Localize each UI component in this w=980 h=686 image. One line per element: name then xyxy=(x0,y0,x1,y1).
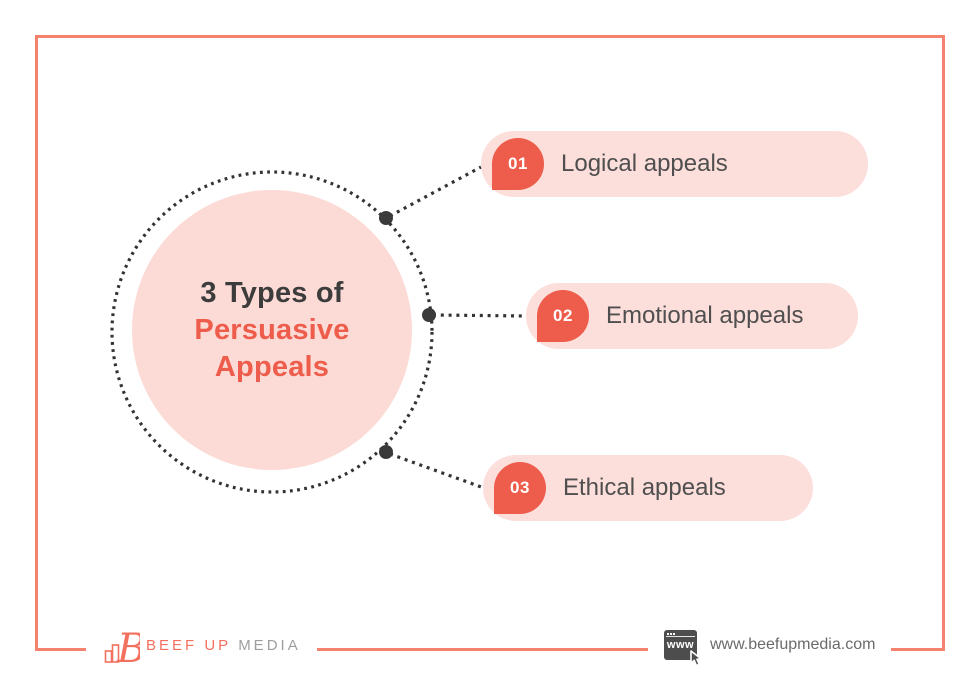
website-block: www www.beefupmedia.com xyxy=(648,624,892,667)
item-label: Emotional appeals xyxy=(606,302,804,329)
appeal-item-logical: 01 Logical appeals xyxy=(481,131,868,197)
connector-line-3 xyxy=(389,452,485,490)
browser-window-icon: www xyxy=(664,630,702,667)
appeal-item-emotional: 02 Emotional appeals xyxy=(526,283,858,349)
cursor-icon xyxy=(690,650,702,667)
brand-name-secondary: MEDIA xyxy=(238,636,301,654)
title-line-2: Persuasive xyxy=(194,313,350,346)
title-line-3: Appeals xyxy=(214,350,330,383)
node-dot-2 xyxy=(422,308,436,322)
item-number-badge: 03 xyxy=(494,462,546,514)
brand-name-primary: BEEF UP xyxy=(146,636,232,654)
browser-window-dots xyxy=(667,632,669,635)
connector-line-2 xyxy=(432,313,528,318)
node-dot-1 xyxy=(379,211,393,225)
node-dot-3 xyxy=(379,445,393,459)
dotted-circle xyxy=(110,170,434,494)
connector-line-1 xyxy=(389,165,482,218)
website-url: www.beefupmedia.com xyxy=(710,636,876,653)
item-number-badge: 02 xyxy=(537,290,589,342)
page-border-frame xyxy=(35,35,945,651)
item-number-badge: 01 xyxy=(492,138,544,190)
browser-icon-label: www xyxy=(666,639,695,651)
appeal-item-ethical: 03 Ethical appeals xyxy=(483,455,813,521)
item-label: Ethical appeals xyxy=(563,474,726,501)
item-label: Logical appeals xyxy=(561,150,728,177)
brand-logo-icon: B xyxy=(104,626,140,668)
browser-titlebar-line xyxy=(666,636,695,637)
title-line-1: 3 Types of xyxy=(200,276,344,309)
central-topic-circle: 3 Types of Persuasive Appeals xyxy=(132,190,412,470)
svg-text:B: B xyxy=(116,626,140,668)
brand-logo-block: B BEEF UP MEDIA xyxy=(86,618,317,672)
